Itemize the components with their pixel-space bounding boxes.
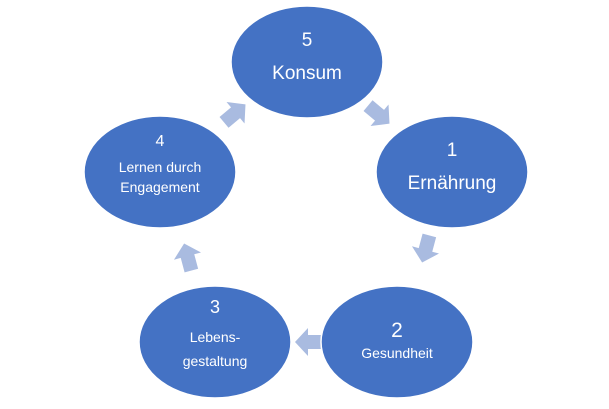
node-number: 1	[446, 140, 458, 161]
node-number: 5	[301, 30, 313, 51]
node-label-lebensgestaltung: 3 Lebens- gestaltung	[140, 297, 290, 370]
node-number: 2	[391, 319, 403, 342]
node-title-line-1: Lebens-	[189, 328, 241, 345]
node-number: 4	[155, 133, 165, 150]
arrow-gesundheit-to-lebensgestaltung-chevron-arrow-icon	[295, 328, 323, 356]
node-title-line-1: Lernen durch	[118, 159, 202, 176]
node-title: Ernährung	[407, 172, 497, 194]
node-gesundheit	[320, 285, 474, 399]
node-label-lernen: 4 Lernen durch Engagement	[85, 132, 235, 196]
node-title-line-2: gestaltung	[182, 353, 248, 370]
node-number: 3	[209, 297, 220, 317]
node-ernaehrung	[375, 115, 529, 229]
node-lernen	[83, 115, 237, 229]
node-title-line-2: Engagement	[120, 178, 200, 195]
node-konsum	[230, 5, 384, 119]
node-label-konsum: 5 Konsum	[232, 30, 382, 86]
node-label-gesundheit: 2 Gesundheit	[322, 318, 472, 362]
node-title: Konsum	[272, 62, 342, 84]
arrow-konsum-to-ernaehrung-chevron-arrow-icon	[363, 100, 390, 127]
arrow-lernen-to-konsum-chevron-arrow-icon	[219, 101, 246, 128]
node-lebensgestaltung	[138, 285, 292, 399]
node-title: Gesundheit	[361, 345, 433, 362]
node-label-ernaehrung: 1 Ernährung	[377, 140, 527, 196]
arrow-lebensgestaltung-to-lernen-chevron-arrow-icon	[173, 243, 202, 273]
arrow-ernaehrung-to-gesundheit-chevron-arrow-icon	[411, 233, 440, 263]
